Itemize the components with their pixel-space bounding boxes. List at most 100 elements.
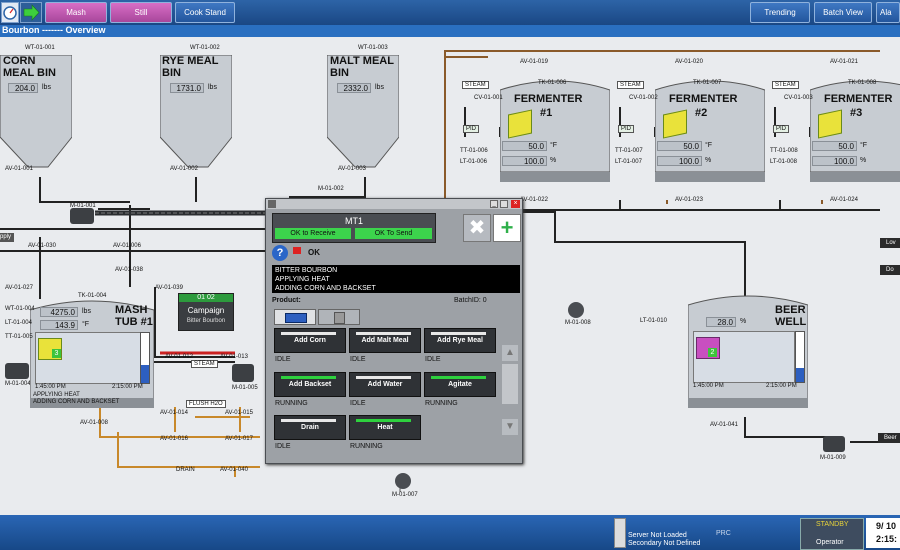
phase-status: RUNNING bbox=[425, 400, 458, 407]
tab-equipment[interactable] bbox=[318, 309, 360, 325]
date-display: 9/ 10 bbox=[876, 521, 896, 531]
temperature-value: 50.0 bbox=[657, 141, 702, 151]
corn-meal-bin[interactable]: CORN MEAL BIN 204.0 lbs bbox=[0, 55, 72, 170]
minimize-button[interactable]: _ bbox=[490, 200, 498, 208]
apply-inlet: pply bbox=[0, 233, 14, 242]
message-panel: BITTER BOURBON APPLYING HEAT ADDING CORN… bbox=[272, 265, 520, 293]
wt-tag: WT-01-001 bbox=[25, 45, 55, 52]
valve-tag: AV-01-027 bbox=[5, 285, 33, 292]
phase-add-corn[interactable]: Add Corn bbox=[274, 328, 346, 353]
tt-tag: TT-01-008 bbox=[770, 148, 798, 155]
batch-id-label: BatchID: 0 bbox=[454, 297, 487, 304]
phase-heat[interactable]: Heat bbox=[349, 415, 421, 440]
rye-meal-bin[interactable]: RYE MEAL BIN 1731.0 lbs bbox=[160, 55, 232, 170]
fermenter-2[interactable]: FERMENTER #2 50.0 °F 100.0 % bbox=[655, 80, 765, 185]
motor-m001[interactable] bbox=[70, 208, 94, 224]
pump-m008[interactable] bbox=[568, 302, 584, 318]
tk-tag: TK-01-008 bbox=[848, 80, 876, 87]
nav-batch-view-button[interactable]: Batch View bbox=[814, 2, 872, 23]
forward-arrow-button[interactable] bbox=[20, 2, 42, 23]
trend-start-time: 1:45:00 PM bbox=[35, 384, 66, 390]
motor-tag: M-01-001 bbox=[70, 203, 96, 210]
help-icon[interactable]: ? bbox=[272, 245, 288, 261]
campaign-panel[interactable]: 01 02 Campaign Bitter Bourbon bbox=[178, 293, 234, 331]
bottom-valve-tag: AV-01-022 bbox=[520, 197, 548, 204]
message-line: BITTER BOURBON bbox=[275, 266, 517, 275]
drain-label: DRAIN bbox=[176, 467, 195, 473]
secondary-status: Secondary Not Defined bbox=[628, 540, 700, 548]
message-line: APPLYING HEAT bbox=[275, 275, 517, 284]
standby-label: STANDBY bbox=[816, 521, 849, 529]
fermenter-1[interactable]: FERMENTER #1 50.0 °F 100.0 % bbox=[500, 80, 610, 185]
tt-tag: TT-01-006 bbox=[460, 148, 488, 155]
ok-to-receive[interactable]: OK to Receive bbox=[275, 228, 351, 239]
bin-title: MALT MEAL BIN bbox=[330, 55, 395, 79]
trend-start-time: 1:45:00 PM bbox=[693, 383, 724, 389]
motor-m004[interactable] bbox=[5, 363, 29, 379]
malt-meal-bin[interactable]: MALT MEAL BIN 2332.0 lbs bbox=[327, 55, 399, 170]
server-icon bbox=[614, 518, 626, 548]
pump-m007[interactable] bbox=[395, 473, 411, 489]
phase-agitate[interactable]: Agitate bbox=[424, 372, 496, 397]
phase-badge: 3 bbox=[52, 349, 61, 358]
nav-still-button[interactable]: Still bbox=[110, 2, 172, 23]
campaign-id: 01 02 bbox=[179, 294, 233, 302]
tt-tag: TT-01-005 bbox=[5, 334, 33, 341]
scroll-up-button[interactable]: ▲ bbox=[502, 345, 518, 361]
add-icon[interactable]: + bbox=[493, 214, 521, 242]
nav-mash-button[interactable]: Mash bbox=[45, 2, 107, 23]
valve-tag: AV-01-006 bbox=[113, 243, 141, 250]
temperature-unit: °F bbox=[860, 142, 867, 149]
beer-well-title: BEER bbox=[775, 304, 806, 316]
nav-cook-stand-button[interactable]: Cook Stand bbox=[175, 2, 235, 23]
cube-icon bbox=[508, 109, 532, 138]
cancel-icon[interactable]: ✖ bbox=[463, 214, 491, 242]
ok-to-send[interactable]: OK To Send bbox=[355, 228, 432, 239]
level-value: 100.0 bbox=[502, 156, 547, 166]
server-status: Server Not Loaded bbox=[628, 532, 687, 540]
app-logo[interactable] bbox=[1, 2, 19, 23]
phase-add-rye-meal[interactable]: Add Rye Meal bbox=[424, 328, 496, 353]
page-title: Bourbon ------- Overview bbox=[2, 25, 106, 35]
phase-drain[interactable]: Drain bbox=[274, 415, 346, 440]
phase-status: RUNNING bbox=[350, 443, 383, 450]
scroll-down-button[interactable]: ▼ bbox=[502, 419, 518, 435]
pid-controller[interactable]: PID bbox=[773, 125, 789, 133]
temperature-unit: °F bbox=[82, 321, 89, 328]
status-bar: Server Not Loaded Secondary Not Defined … bbox=[0, 515, 900, 550]
level-value: 100.0 bbox=[657, 156, 702, 166]
pid-controller[interactable]: PID bbox=[618, 125, 634, 133]
bin-weight-unit: lbs bbox=[375, 84, 384, 91]
operator-panel[interactable]: STANDBY Operator bbox=[800, 518, 864, 550]
maximize-button[interactable] bbox=[500, 200, 508, 208]
level-bar bbox=[140, 332, 150, 384]
trend-end-time: 2:15:00 PM bbox=[112, 384, 143, 390]
temperature-value: 143.9 bbox=[40, 320, 78, 330]
tab-phases[interactable] bbox=[274, 309, 316, 325]
phase-status: IDLE bbox=[350, 400, 366, 407]
pid-controller[interactable]: PID bbox=[463, 125, 479, 133]
phase-add-water[interactable]: Add Water bbox=[349, 372, 421, 397]
close-button[interactable]: × bbox=[511, 200, 520, 208]
nav-alarms-button[interactable]: Ala bbox=[876, 2, 900, 23]
scroll-track[interactable] bbox=[502, 364, 518, 404]
beer-well[interactable]: BEER WELL 28.0 % 2 1:45:00 PM 2:15:00 PM bbox=[688, 295, 808, 410]
steam-label: STEAM bbox=[462, 81, 489, 89]
motor-tag: M-01-007 bbox=[392, 492, 418, 499]
unit-faceplate-popup[interactable]: _ × MT1 OK to Receive OK To Send ✖ + ? O… bbox=[265, 198, 523, 464]
bin-weight-value: 1731.0 bbox=[170, 83, 204, 93]
fermenter-3[interactable]: FERMENTER #3 50.0 °F 100.0 % bbox=[810, 80, 900, 185]
phase-status: IDLE bbox=[425, 356, 441, 363]
pump-m009[interactable] bbox=[823, 436, 845, 452]
phase-status: RUNNING bbox=[275, 400, 308, 407]
phase-add-malt-meal[interactable]: Add Malt Meal bbox=[349, 328, 421, 353]
lt-tag: LT-01-004 bbox=[5, 320, 32, 327]
trend-end-time: 2:15:00 PM bbox=[766, 383, 797, 389]
motor-m005[interactable] bbox=[232, 364, 254, 382]
nav-trending-button[interactable]: Trending bbox=[750, 2, 810, 23]
phase-status: IDLE bbox=[275, 443, 291, 450]
mash-tub[interactable]: MASH TUB #1 4275.0 lbs 143.9 °F 3 1:45:0… bbox=[30, 300, 154, 408]
weight-unit: lbs bbox=[82, 308, 91, 315]
phase-add-backset[interactable]: Add Backset bbox=[274, 372, 346, 397]
valve-tag: AV-01-016 bbox=[160, 436, 188, 443]
